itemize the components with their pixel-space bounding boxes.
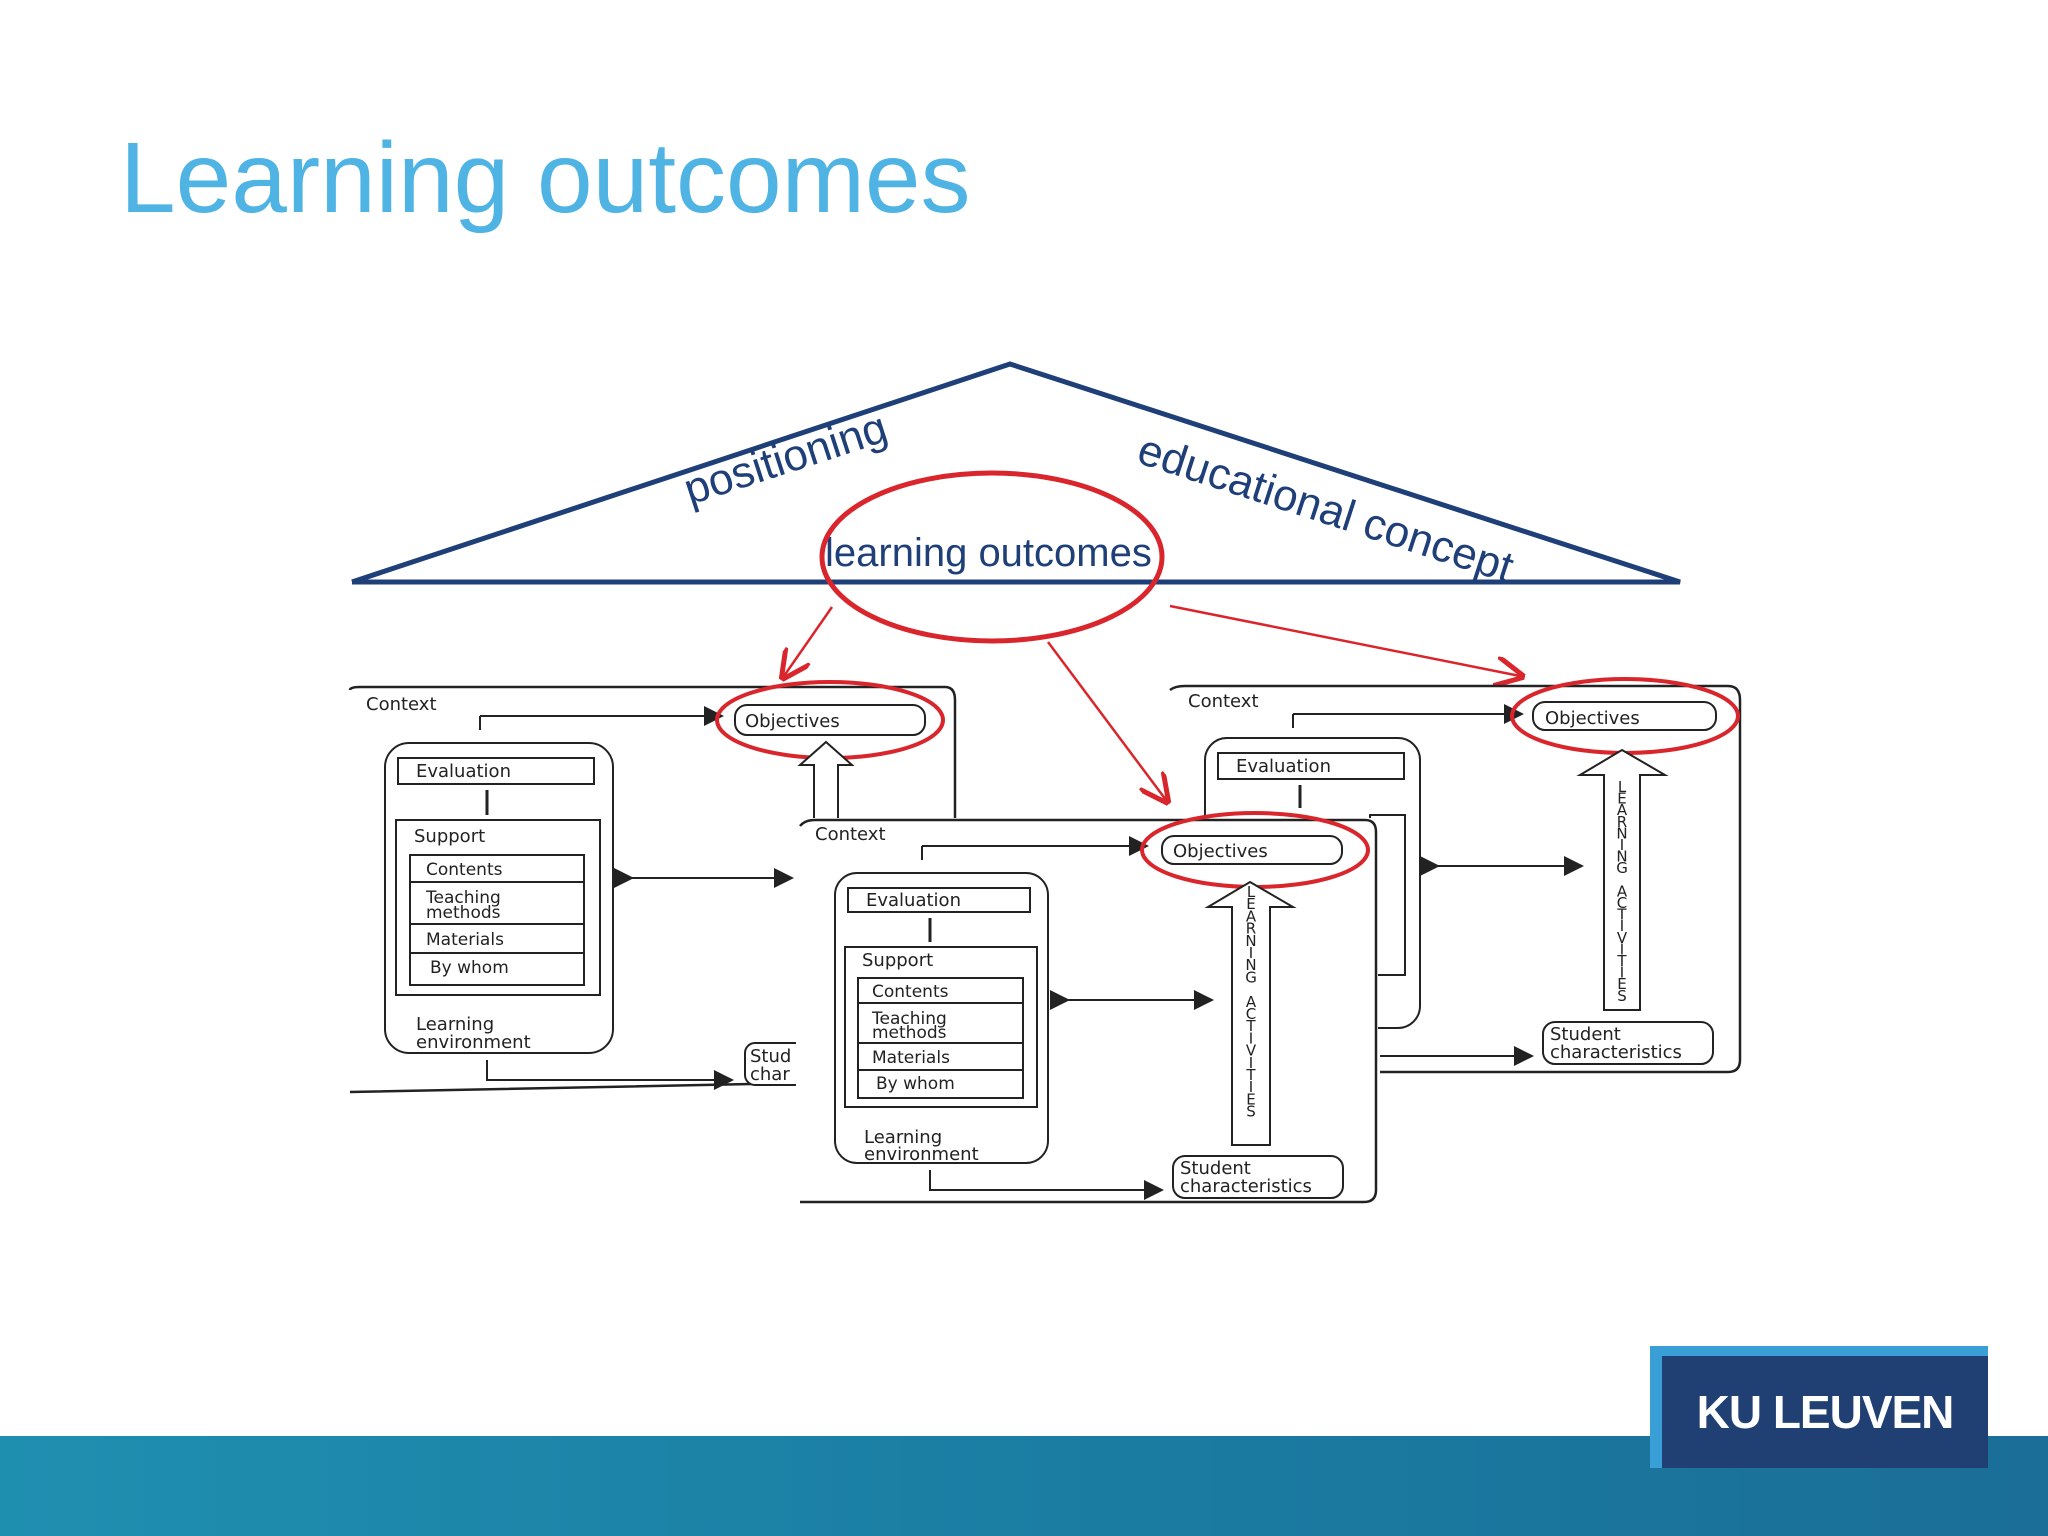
center-learning-label: Learning bbox=[864, 1127, 942, 1148]
left-context-label: Context bbox=[366, 694, 437, 715]
right-characteristics-label: characteristics bbox=[1550, 1042, 1682, 1063]
activities-letter: I bbox=[1620, 836, 1624, 854]
center-environment-label: environment bbox=[864, 1144, 979, 1165]
center-activities-arrow bbox=[1204, 880, 1297, 1146]
activities-letter: I bbox=[1620, 964, 1624, 982]
left-objectives-label: Objectives bbox=[745, 711, 840, 732]
model-center: Context Objectives Evaluation Support Co… bbox=[796, 811, 1378, 1204]
activities-letter: I bbox=[1249, 1054, 1253, 1072]
center-materials-label: Materials bbox=[872, 1048, 950, 1068]
activities-letter: I bbox=[1249, 944, 1253, 962]
activities-letter: T bbox=[1245, 1017, 1256, 1035]
center-bywhom-label: By whom bbox=[876, 1074, 955, 1094]
arrow-to-center-objectives bbox=[1046, 641, 1166, 800]
right-evaluation-box bbox=[1217, 752, 1405, 780]
left-contents-label: Contents bbox=[426, 860, 503, 880]
activities-letter: A bbox=[1246, 907, 1257, 925]
left-teaching-label: Teaching bbox=[425, 888, 501, 908]
activities-letter: G bbox=[1616, 859, 1628, 877]
left-objectives-box bbox=[734, 704, 926, 736]
center-contents-label: Contents bbox=[872, 982, 949, 1002]
center-evaluation-box bbox=[847, 887, 1031, 913]
right-objectives-label: Objectives bbox=[1545, 708, 1640, 729]
left-bywhom-label: By whom bbox=[430, 958, 509, 978]
right-evaluation-label: Evaluation bbox=[1236, 756, 1331, 777]
left-materials-label: Materials bbox=[426, 930, 504, 950]
center-context-label: Context bbox=[815, 824, 886, 845]
ku-leuven-logo: KU LEUVEN bbox=[1650, 1346, 1988, 1468]
arrow-to-left-objectives bbox=[784, 606, 834, 676]
right-student-box bbox=[1542, 1021, 1714, 1065]
left-student-label: Stud bbox=[750, 1046, 791, 1067]
activities-letter: E bbox=[1617, 975, 1626, 993]
activities-letter: C bbox=[1246, 1005, 1256, 1023]
activities-letter: S bbox=[1246, 1103, 1256, 1121]
activities-letter: I bbox=[1249, 1078, 1253, 1096]
right-frame bbox=[1169, 684, 1742, 1074]
center-teaching-label: Teaching bbox=[871, 1009, 947, 1029]
center-objectives-label: Objectives bbox=[1173, 841, 1268, 862]
activities-letter: T bbox=[1616, 952, 1627, 970]
center-methods-label: methods bbox=[872, 1023, 947, 1043]
left-learning-label: Learning bbox=[416, 1014, 494, 1035]
activities-letter: E bbox=[1246, 895, 1255, 913]
center-student-box bbox=[1172, 1155, 1344, 1199]
activities-letter: N bbox=[1245, 956, 1256, 974]
center-support-label: Support bbox=[862, 950, 933, 971]
activities-letter: R bbox=[1246, 920, 1256, 938]
roof-center-label: learning outcomes bbox=[825, 531, 1152, 575]
left-methods-label: methods bbox=[426, 903, 501, 923]
activities-letter: V bbox=[1246, 1042, 1257, 1060]
slide-title: Learning outcomes bbox=[120, 122, 971, 234]
left-frame bbox=[348, 685, 957, 1094]
activities-letter: N bbox=[1616, 824, 1627, 842]
activities-letter: N bbox=[1616, 848, 1627, 866]
activities-letter: N bbox=[1245, 932, 1256, 950]
activities-letter: A bbox=[1246, 993, 1257, 1011]
right-context-label: Context bbox=[1188, 691, 1259, 712]
center-characteristics-label: characteristics bbox=[1180, 1176, 1312, 1197]
activities-letter: L bbox=[1618, 778, 1627, 796]
activities-letter: S bbox=[1617, 987, 1627, 1005]
roof-left-label: positioning bbox=[678, 403, 893, 515]
activities-letter: E bbox=[1246, 1090, 1255, 1108]
center-evaluation-label: Evaluation bbox=[866, 890, 961, 911]
learning-outcomes-highlight bbox=[819, 470, 1165, 644]
activities-letter: L bbox=[1247, 883, 1256, 901]
activities-letter: R bbox=[1617, 813, 1627, 831]
left-activities-arrow bbox=[797, 740, 855, 821]
pointer-arrows bbox=[784, 604, 1520, 800]
activities-letter: T bbox=[1245, 1066, 1256, 1084]
center-student-label: Student bbox=[1180, 1158, 1251, 1179]
roof: positioning educational concept learning… bbox=[351, 361, 1681, 644]
model-left: Context Objectives Evaluation Support Co… bbox=[348, 680, 957, 1094]
center-objectives-box bbox=[1161, 835, 1343, 865]
left-characteristics-label: char bbox=[750, 1064, 790, 1085]
arrow-to-right-objectives bbox=[1169, 604, 1520, 676]
activities-letter: C bbox=[1617, 894, 1627, 912]
left-evaluation-box bbox=[397, 757, 595, 785]
activities-letter: T bbox=[1616, 906, 1627, 924]
left-evaluation-label: Evaluation bbox=[416, 761, 511, 782]
right-student-label: Student bbox=[1550, 1024, 1621, 1045]
activities-letter: V bbox=[1617, 929, 1628, 947]
logo-text: KU LEUVEN bbox=[1696, 1386, 1955, 1438]
roof-outline bbox=[351, 361, 1681, 585]
activities-letter: I bbox=[1620, 940, 1624, 958]
center-frame bbox=[799, 818, 1378, 1204]
right-objectives-box bbox=[1532, 701, 1717, 731]
activities-letter: A bbox=[1617, 801, 1628, 819]
activities-letter: I bbox=[1249, 1029, 1253, 1047]
left-environment-label: environment bbox=[416, 1032, 531, 1053]
activities-letter: G bbox=[1245, 968, 1257, 986]
right-activities-arrow bbox=[1576, 748, 1669, 1011]
left-support-label: Support bbox=[414, 826, 485, 847]
activities-letter: E bbox=[1617, 790, 1626, 808]
activities-letter: A bbox=[1617, 882, 1628, 900]
activities-letter: I bbox=[1620, 917, 1624, 935]
